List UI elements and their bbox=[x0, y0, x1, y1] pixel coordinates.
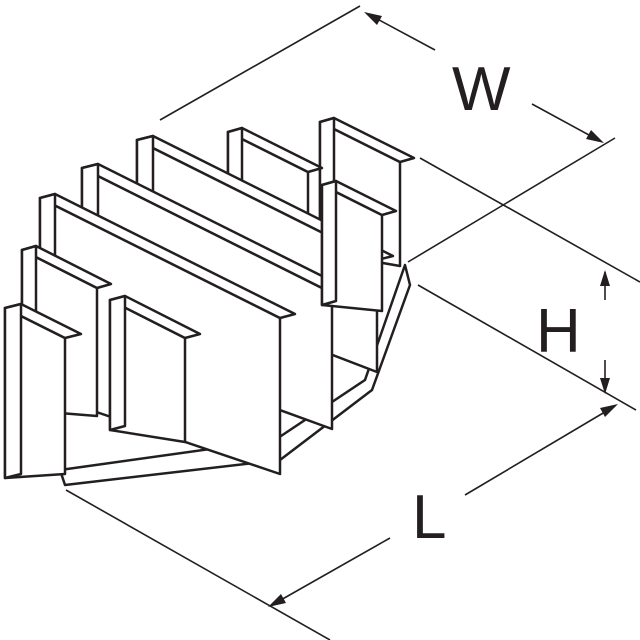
h-extension-bottom bbox=[417, 284, 637, 411]
length-label: L bbox=[412, 483, 446, 552]
l-arrow-right-icon bbox=[600, 404, 618, 417]
l-extension-left bbox=[65, 489, 331, 640]
h-arrow-bottom-icon bbox=[600, 378, 610, 394]
heatsink-body bbox=[3, 116, 416, 487]
dimension-lines bbox=[65, 5, 640, 640]
arrowheads bbox=[268, 12, 618, 607]
w-extension-left bbox=[159, 5, 361, 121]
w-arrow-bottom-icon bbox=[586, 130, 604, 143]
l-dimension-line-a bbox=[271, 537, 391, 606]
l-dimension-line-b bbox=[464, 405, 616, 496]
h-arrow-top-icon bbox=[600, 270, 610, 286]
pin-fin-end bbox=[108, 294, 127, 432]
l-arrow-left-icon bbox=[268, 594, 286, 607]
pin-fin-end bbox=[320, 179, 338, 307]
base-plate bbox=[58, 263, 412, 487]
width-label: W bbox=[452, 55, 511, 124]
w-extension-right bbox=[407, 137, 616, 263]
w-arrow-top-icon bbox=[364, 12, 382, 25]
h-extension-top bbox=[419, 157, 640, 283]
height-label: H bbox=[536, 297, 581, 366]
pin-fin-end bbox=[3, 302, 23, 480]
